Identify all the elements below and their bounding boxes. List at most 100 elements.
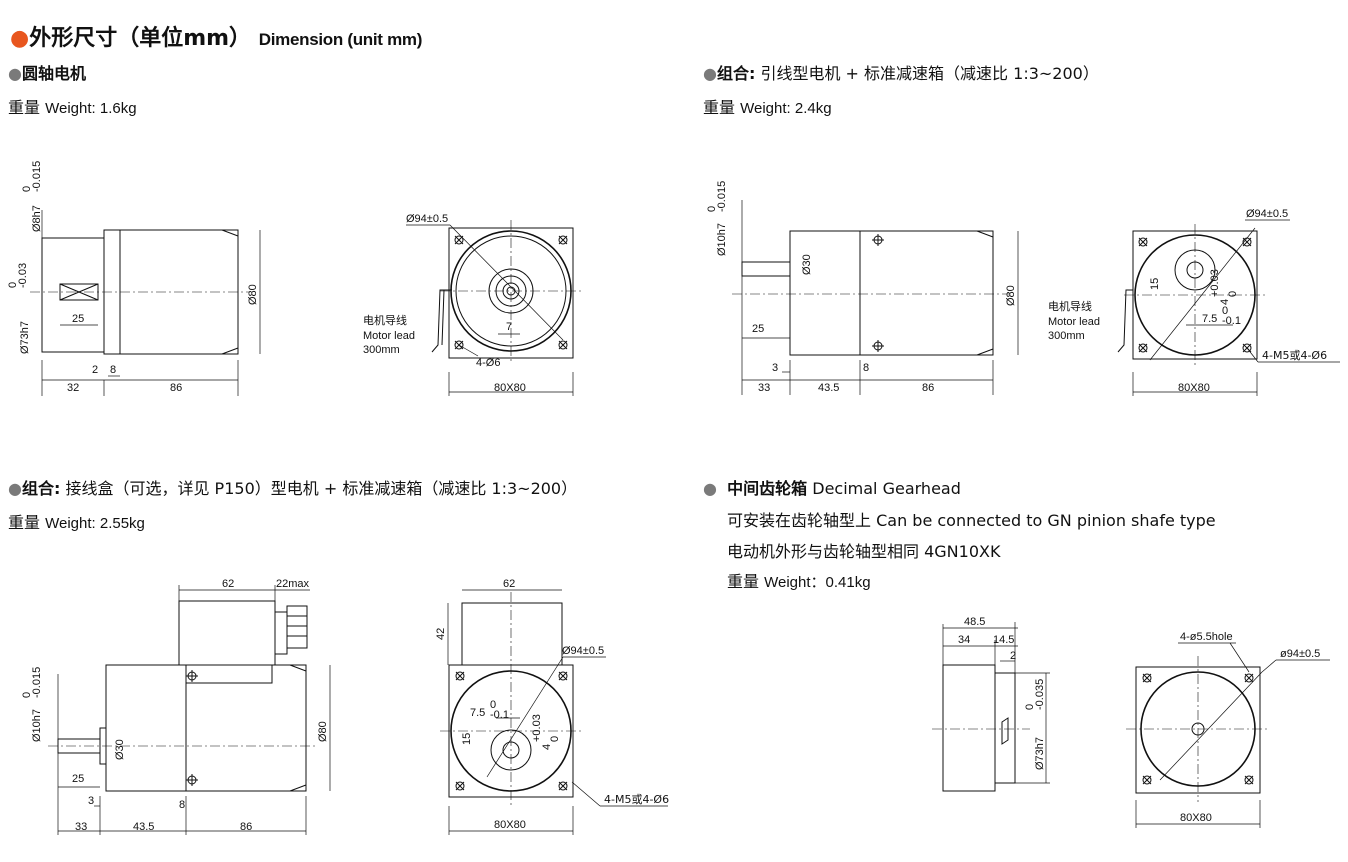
- d1-pilot-tol-bottom: -0.03: [17, 263, 29, 288]
- d3-holes: 4-M5或4-Ø6: [604, 793, 669, 806]
- d1-holes: 4-Ø6: [476, 357, 500, 369]
- d2-body-dia: Ø80: [1005, 285, 1017, 306]
- d2-lead-cn: 电机导线: [1048, 299, 1092, 313]
- d2-square: 80X80: [1178, 382, 1210, 394]
- d2-holes: 4-M5或4-Ø6: [1262, 349, 1327, 362]
- drawing-2-front-view: Ø94±0.5 15 4 +0.03 0 7.5 0 -0.1 电机导线 Mot…: [1048, 208, 1340, 396]
- section-1-heading: ●圆轴电机: [8, 64, 86, 83]
- d3-square: 80X80: [494, 819, 526, 831]
- d4-pilot-dia: Ø73h7: [1034, 737, 1046, 770]
- page-title: ●外形尺寸（单位mm） Dimension (unit mm): [10, 26, 423, 51]
- d2-d4: 4: [1219, 299, 1231, 305]
- d2-d75-tol-top: 0: [1222, 305, 1228, 317]
- d3-d8: 8: [179, 799, 185, 811]
- d2-d33: 33: [758, 382, 770, 394]
- section-4-heading: ● 中间齿轮箱 Decimal Gearhead: [703, 479, 961, 498]
- drawing-4-side-view: 48.5 34 14.5 2 Ø73h7 0 -0.035: [932, 616, 1050, 792]
- drawing-1-front-view: Ø94±0.5 电机导线 Motor lead 300mm 7 4-Ø6 80X…: [363, 213, 582, 396]
- d1-d86: 86: [170, 382, 182, 394]
- d3-d15: 15: [461, 733, 473, 745]
- section-3-weight: 重量 Weight: 2.55kg: [8, 513, 145, 532]
- d2-d75-tol-bottom: -0.1: [1222, 315, 1241, 327]
- d2-d15: 15: [1149, 278, 1161, 290]
- drawing-1-side-view: 25 2 8 32 86 Ø80 Ø8h7 0 -0.015 Ø73h7 0 -…: [7, 161, 261, 396]
- d3-boss-dia: Ø30: [114, 739, 126, 760]
- d2-shaft-tol-bottom: -0.015: [716, 181, 728, 212]
- d1-shaft-tol-bottom: -0.015: [31, 161, 43, 192]
- d2-d3: 3: [772, 362, 778, 374]
- d1-key-len: 25: [72, 313, 84, 325]
- bullet-icon: ●: [8, 64, 22, 83]
- d1-lead-en: Motor lead: [363, 330, 415, 342]
- d2-d86: 86: [922, 382, 934, 394]
- bullet-icon: ●: [8, 479, 22, 498]
- bullet-icon: ●: [703, 64, 717, 83]
- d3-d4-tol-bottom: 0: [549, 736, 561, 742]
- section-2-heading: ●组合: 引线型电机 + 标准减速箱（减速比 1:3~200）: [703, 64, 1099, 83]
- d2-d4-tol-top: +0.03: [1209, 269, 1221, 297]
- d3-d4-tol-top: +0.03: [531, 714, 543, 742]
- d3-shaft-tol-top: 0: [21, 692, 33, 698]
- drawing-2-side-view: 25 3 8 33 43.5 86 Ø80 Ø30 Ø10h7 0 -0.015: [706, 181, 1019, 395]
- mount-hole-icon: [455, 671, 568, 791]
- d4-pcd: ø94±0.5: [1280, 648, 1320, 660]
- d3-d4: 4: [541, 744, 553, 750]
- section-4-line-2: 电动机外形与齿轮轴型相同 4GN10XK: [727, 542, 1001, 561]
- section-1-weight: 重量 Weight: 1.6kg: [8, 98, 137, 117]
- bullet-icon: ●: [10, 26, 30, 51]
- d1-lead-cn: 电机导线: [363, 313, 407, 327]
- d3-body-dia: Ø80: [317, 721, 329, 742]
- d3-shaft-tol-bottom: -0.015: [31, 667, 43, 698]
- d1-d32: 32: [67, 382, 79, 394]
- d3-d22: 22max: [276, 578, 310, 590]
- d3-d33: 33: [75, 821, 87, 833]
- d3-d42: 42: [435, 628, 447, 640]
- d3-key-len: 25: [72, 773, 84, 785]
- d3-d86: 86: [240, 821, 252, 833]
- d2-boss-dia: Ø30: [801, 254, 813, 275]
- bullet-icon: ●: [703, 479, 717, 498]
- screw-icon: [872, 234, 884, 352]
- d3-d3: 3: [88, 795, 94, 807]
- d3-d75-tol-bottom: -0.1: [490, 709, 509, 721]
- drawing-3-front-view: 62 42 Ø94±0.5 7.5 0 -0.1 15 4 +0.03 0 4-…: [435, 578, 669, 835]
- section-2-weight: 重量 Weight: 2.4kg: [703, 98, 832, 117]
- d4-pilot-tol-bottom: -0.035: [1034, 679, 1046, 710]
- d1-pilot-tol-top: 0: [7, 282, 19, 288]
- drawing-3-side-view: 62 22max 25 3 8 33 43.5 86 Ø80 Ø30 Ø10h7…: [21, 578, 331, 835]
- d1-pcd: Ø94±0.5: [406, 213, 448, 225]
- section-3-heading: ●组合: 接线盒（可选，详见 P150）型电机 + 标准减速箱（减速比 1:3~…: [8, 479, 578, 498]
- d3-d43: 43.5: [133, 821, 154, 833]
- d2-pcd: Ø94±0.5: [1246, 208, 1288, 220]
- screw-icon: [186, 670, 198, 786]
- d2-shaft-tol-top: 0: [706, 206, 718, 212]
- d2-d8: 8: [863, 362, 869, 374]
- d1-body-dia: Ø80: [247, 284, 259, 305]
- d2-d75: 7.5: [1202, 313, 1217, 325]
- section-4-line-1: 可安装在齿轮轴型上 Can be connected to GN pinion …: [727, 511, 1216, 530]
- d4-d145: 14.5: [993, 634, 1014, 646]
- d4-square: 80X80: [1180, 812, 1212, 824]
- d3-d75-tol-top: 0: [490, 699, 496, 711]
- d1-d2: 2: [92, 364, 98, 376]
- section-4-weight: 重量 Weight：0.41kg: [727, 572, 871, 591]
- d4-d34: 34: [958, 634, 970, 646]
- d2-lead-len: 300mm: [1048, 330, 1085, 342]
- d2-key-len: 25: [752, 323, 764, 335]
- d1-shaft-dia: Ø8h7: [31, 205, 43, 232]
- d1-pilot-dia: Ø73h7: [19, 321, 31, 354]
- d4-pilot-tol-top: 0: [1024, 704, 1036, 710]
- d2-lead-en: Motor lead: [1048, 316, 1100, 328]
- d2-d43: 43.5: [818, 382, 839, 394]
- d4-holes: 4-ø5.5hole: [1180, 631, 1233, 643]
- d2-d4-tol-bottom: 0: [1227, 291, 1239, 297]
- d1-d8: 8: [110, 364, 116, 376]
- d3-d62b: 62: [503, 578, 515, 590]
- drawing-4-front-view: 4-ø5.5hole ø94±0.5 80X80: [1126, 631, 1330, 828]
- mount-hole-icon: [1142, 673, 1254, 785]
- d1-lead-len: 300mm: [363, 344, 400, 356]
- d4-d485: 48.5: [964, 616, 985, 628]
- d1-square: 80X80: [494, 382, 526, 394]
- d3-shaft-dia: Ø10h7: [31, 709, 43, 742]
- d3-d75: 7.5: [470, 707, 485, 719]
